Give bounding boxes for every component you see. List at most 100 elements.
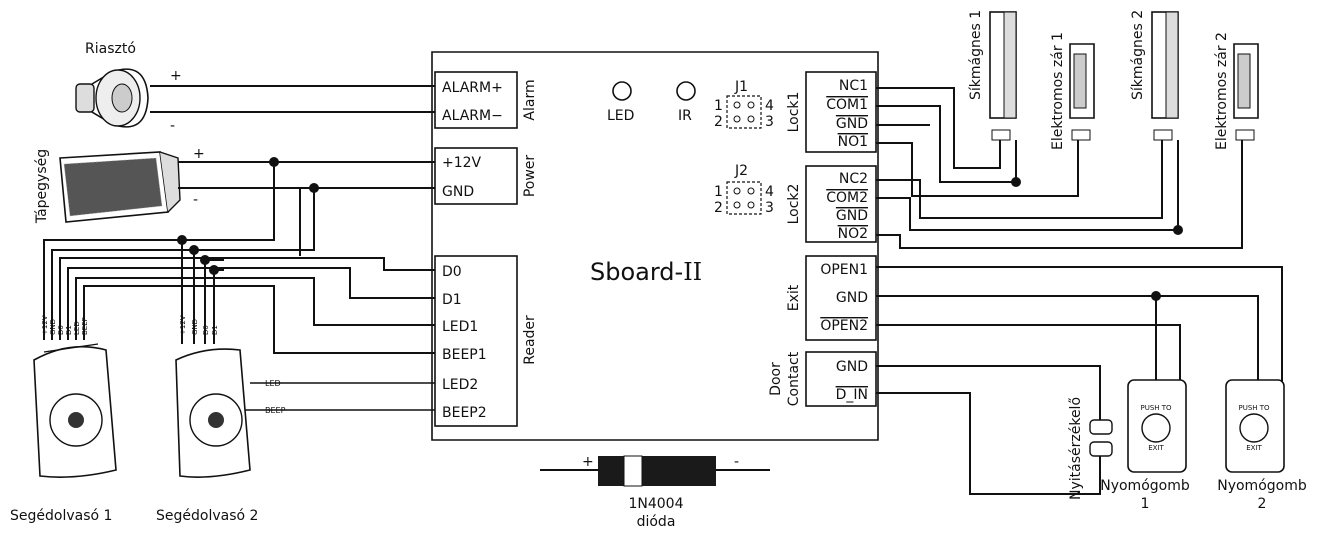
svg-text:EXIT: EXIT <box>1148 444 1164 452</box>
lock2-group-label: Lock2 <box>786 184 802 225</box>
svg-text:D1: D1 <box>211 325 219 335</box>
jumper-j2: J2 1 2 4 3 <box>714 163 774 216</box>
diode-label: dióda <box>637 514 676 530</box>
button1-label-2: 1 <box>1141 496 1150 512</box>
svg-text:1: 1 <box>714 98 723 114</box>
svg-text:OPEN2: OPEN2 <box>820 318 868 334</box>
alarm-pin-plus: ALARM+ <box>442 80 503 96</box>
led-indicator <box>612 81 632 101</box>
svg-text:PUSH TO: PUSH TO <box>1238 404 1270 412</box>
jumper-j1: J1 1 2 4 3 <box>714 79 774 130</box>
button2-label-1: Nyomógomb <box>1217 478 1307 494</box>
button2-label-2: 2 <box>1258 496 1267 512</box>
siren: Riasztó + - <box>75 41 182 134</box>
alarm-group-label: Alarm <box>522 79 538 120</box>
svg-text:NO2: NO2 <box>838 226 868 242</box>
door-sensor-label: Nyitásérzékelő <box>1068 397 1084 500</box>
reader2-led-tag: LED <box>265 379 281 388</box>
svg-text:+12V: +12V <box>179 315 187 335</box>
svg-text:COM2: COM2 <box>826 190 868 206</box>
svg-text:D_IN: D_IN <box>836 387 868 403</box>
svg-text:LED: LED <box>73 321 81 335</box>
reader2-label: Segédolvasó 2 <box>156 508 258 524</box>
reader2-beep-tag: BEEP <box>265 406 286 415</box>
svg-text:2: 2 <box>714 114 723 130</box>
svg-text:EXIT: EXIT <box>1246 444 1262 452</box>
led-label: LED <box>607 108 634 124</box>
door-terminal: GND D_IN Door Contact <box>768 351 877 407</box>
door-group-label-2: Contact <box>786 351 802 406</box>
reader-pin-beep1: BEEP1 <box>442 347 487 363</box>
power-pin-12v: +12V <box>442 155 482 171</box>
svg-text:4: 4 <box>765 98 774 114</box>
lock1-terminal: NC1 COM1 GND NO1 Lock1 <box>786 71 877 153</box>
psu-label: Tápegység <box>34 149 50 224</box>
electric-lock-2: Elektromos zár 2 <box>1214 32 1259 150</box>
svg-text:GND: GND <box>191 319 199 335</box>
svg-text:4: 4 <box>765 184 774 200</box>
svg-text:GND: GND <box>836 290 868 306</box>
reader-pin-d1: D1 <box>442 292 462 308</box>
ir-indicator <box>676 81 696 101</box>
svg-text:NC1: NC1 <box>839 78 868 94</box>
svg-text:J2: J2 <box>734 163 748 179</box>
svg-text:D0: D0 <box>202 325 210 335</box>
main-board: Sboard-II LED IR J1 1 2 4 3 J2 1 <box>431 51 879 441</box>
svg-text:D1: D1 <box>65 325 73 335</box>
exit-button-1: PUSH TO EXIT Nyomógomb 1 <box>1100 379 1190 512</box>
svg-text:GND: GND <box>836 116 868 132</box>
svg-text:1: 1 <box>714 184 723 200</box>
ir-label: IR <box>678 108 692 124</box>
svg-text:NC2: NC2 <box>839 171 868 187</box>
exit-group-label: Exit <box>786 284 802 311</box>
svg-text:D0: D0 <box>57 325 65 335</box>
power-supply: Tápegység + - <box>34 146 205 224</box>
power-terminal: +12V GND Power <box>434 147 538 205</box>
button1-label-1: Nyomógomb <box>1100 478 1190 494</box>
maglock-2: Síkmágnes 2 <box>1130 10 1179 141</box>
svg-text:GND: GND <box>49 319 57 335</box>
svg-text:+: + <box>193 146 205 162</box>
door-sensor: Nyitásérzékelő <box>1068 397 1113 500</box>
svg-text:GND: GND <box>836 359 868 375</box>
board-title: Sboard-II <box>590 258 702 286</box>
reader1-label: Segédolvasó 1 <box>10 508 112 524</box>
svg-text:NO1: NO1 <box>838 134 868 150</box>
reader-pin-beep2: BEEP2 <box>442 405 487 421</box>
lock1-group-label: Lock1 <box>786 92 802 133</box>
reader-group-label: Reader <box>522 315 538 365</box>
svg-text:PUSH TO: PUSH TO <box>1140 404 1172 412</box>
svg-text:+: + <box>582 454 594 470</box>
reader-1: Segédolvasó 1 +12V GND D0 D1 LED BEEP <box>10 315 117 524</box>
reader-2: Segédolvasó 2 +12V GND D0 D1 <box>156 315 258 524</box>
elock1-label: Elektromos zár 1 <box>1050 32 1066 150</box>
door-group-label-1: Door <box>768 362 784 396</box>
maglock1-label: Síkmágnes 1 <box>968 10 984 100</box>
svg-text:3: 3 <box>765 200 774 216</box>
svg-text:GND: GND <box>836 208 868 224</box>
power-pin-gnd: GND <box>442 184 474 200</box>
reader-pin-led2: LED2 <box>442 377 478 393</box>
exit-terminal: OPEN1 GND OPEN2 Exit <box>786 255 877 341</box>
reader-terminal: D0 D1 LED1 BEEP1 LED2 BEEP2 Reader <box>434 255 538 427</box>
lock2-terminal: NC2 COM2 GND NO2 Lock2 <box>786 165 877 243</box>
svg-text:BEEP: BEEP <box>81 317 89 335</box>
reader-pin-d0: D0 <box>442 264 462 280</box>
diode-part: 1N4004 <box>628 496 683 512</box>
maglock2-label: Síkmágnes 2 <box>1130 10 1146 100</box>
svg-text:-: - <box>170 118 175 134</box>
alarm-pin-minus: ALARM− <box>442 108 503 124</box>
exit-button-2: PUSH TO EXIT Nyomógomb 2 <box>1217 379 1307 512</box>
power-group-label: Power <box>522 155 538 198</box>
elock2-label: Elektromos zár 2 <box>1214 32 1230 150</box>
diode: + - 1N4004 dióda <box>540 454 770 530</box>
svg-text:+: + <box>170 68 182 84</box>
siren-label: Riasztó <box>85 41 136 57</box>
svg-text:J1: J1 <box>734 79 748 95</box>
maglock-1: Síkmágnes 1 <box>968 10 1017 141</box>
svg-text:-: - <box>193 192 198 208</box>
svg-text:+12V: +12V <box>41 315 49 335</box>
alarm-terminal: ALARM+ ALARM− Alarm <box>434 71 538 129</box>
electric-lock-1: Elektromos zár 1 <box>1050 32 1095 150</box>
